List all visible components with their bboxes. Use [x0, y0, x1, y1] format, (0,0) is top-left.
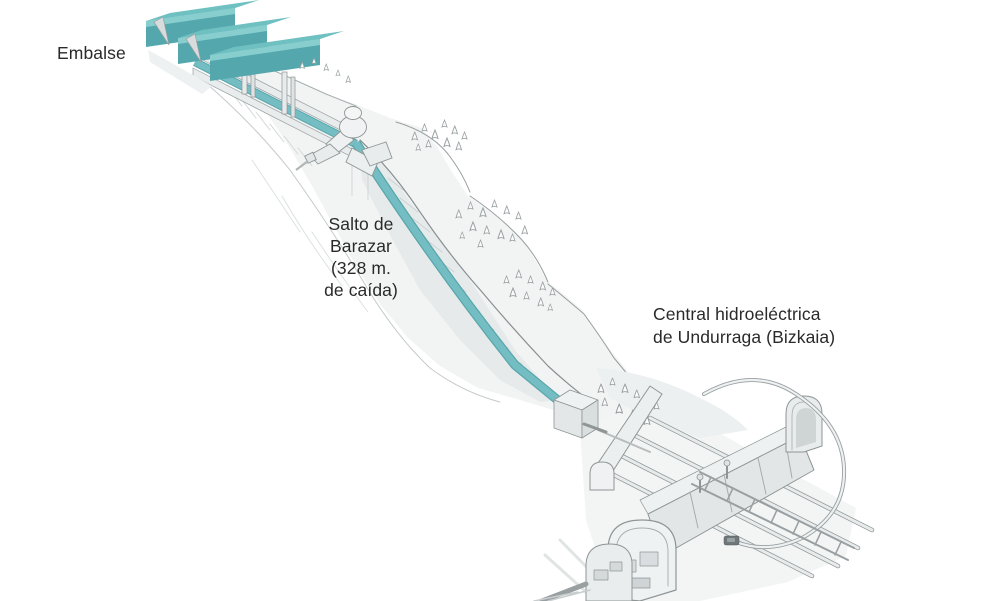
label-plant: Central hidroeléctrica de Undurraga (Biz… — [653, 304, 836, 347]
arch-tower — [785, 395, 823, 453]
mountain-slope-illustration — [195, 43, 662, 438]
yard-valve-icon — [696, 459, 731, 493]
service-car-icon — [723, 535, 740, 546]
reservoir-water-top — [146, 0, 259, 21]
forebay-wall — [589, 385, 663, 491]
label-reservoir: Embalse — [57, 43, 126, 63]
surge-valve-illustration — [295, 106, 393, 200]
reservoir-illustration — [146, 0, 344, 94]
pipe-rack — [691, 471, 855, 561]
turbine-hall-cutaway — [533, 519, 677, 601]
dam-wall-icon — [153, 16, 170, 46]
penstock-pipe — [352, 140, 564, 406]
penstock-inlet-house — [553, 389, 608, 439]
perimeter-pipe — [702, 378, 847, 550]
label-barazar-drop: Salto de Barazar (328 m. de caída) — [324, 214, 398, 300]
dam-wall-icon — [185, 33, 202, 63]
power-plant-illustration — [533, 368, 875, 601]
